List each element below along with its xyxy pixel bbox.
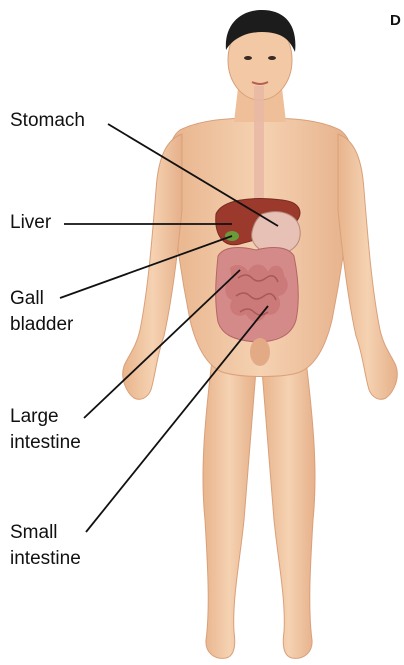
label-stomach: Stomach	[10, 108, 85, 133]
corner-letter: D	[390, 12, 401, 29]
label-large-intestine-line1: Large	[10, 404, 59, 429]
right-leg	[262, 360, 315, 658]
label-small-intestine-line2: intestine	[10, 546, 81, 571]
esophagus	[254, 86, 264, 216]
left-leg	[203, 360, 256, 658]
right-arm	[338, 134, 397, 399]
label-gall-bladder-line2: bladder	[10, 312, 73, 337]
left-arm	[123, 134, 182, 399]
label-gall-bladder-line1: Gall	[10, 286, 44, 311]
label-small-intestine-line1: Small	[10, 520, 58, 545]
groin	[250, 338, 270, 366]
label-large-intestine-line2: intestine	[10, 430, 81, 455]
right-eye	[268, 56, 276, 60]
label-liver: Liver	[10, 210, 51, 235]
left-eye	[244, 56, 252, 60]
